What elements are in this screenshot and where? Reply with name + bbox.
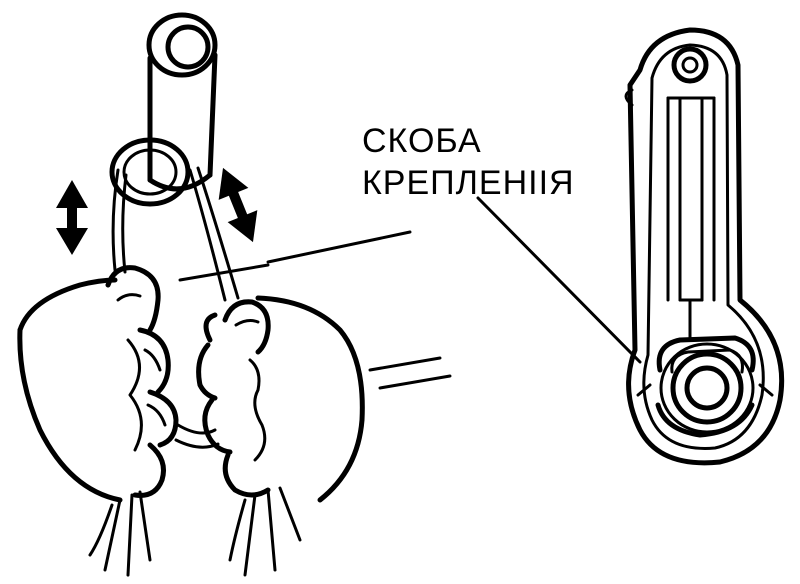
right-hand bbox=[196, 295, 365, 503]
fabric-ends-left bbox=[88, 490, 152, 577]
door-panel-lines bbox=[178, 230, 452, 390]
motion-arrow-left bbox=[56, 180, 88, 255]
left-hand bbox=[17, 265, 179, 503]
cloth-strip bbox=[111, 166, 240, 449]
window-crank-handle bbox=[624, 27, 785, 466]
fabric-ends-right bbox=[228, 486, 302, 577]
shaft-washer bbox=[109, 137, 191, 207]
crank-shaft bbox=[146, 12, 218, 192]
callout-label-line1: СКОБА bbox=[362, 122, 482, 160]
callout-label-line2: КРЕПЛЕНIIЯ bbox=[362, 164, 575, 202]
retaining-clip bbox=[636, 335, 774, 438]
motion-arrow-right bbox=[218, 167, 258, 243]
callout-leader bbox=[476, 196, 642, 364]
